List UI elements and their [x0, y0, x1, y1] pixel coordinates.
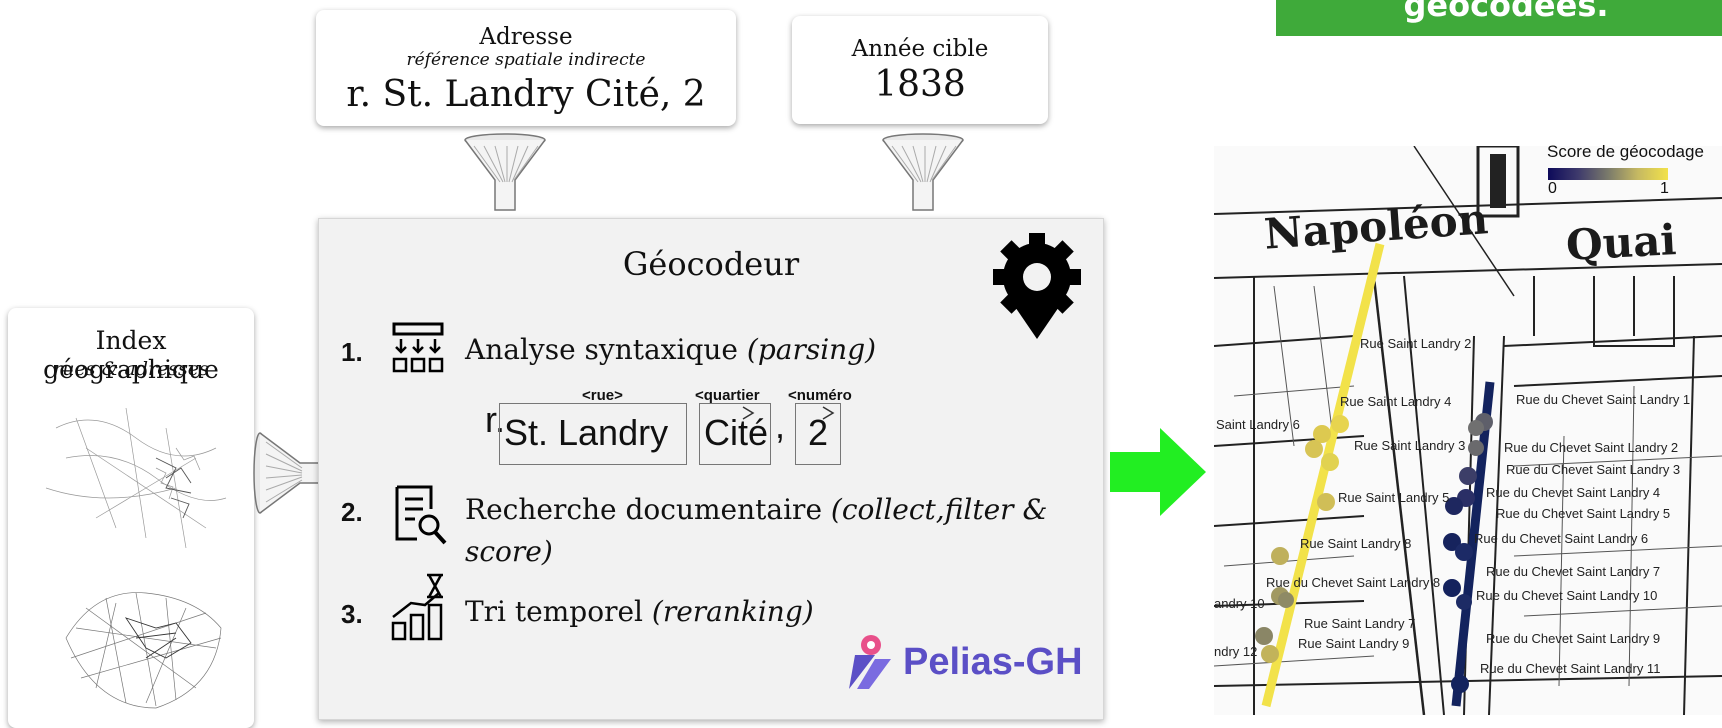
map-label: Saint Landry 6 — [1216, 417, 1300, 432]
map-label: Rue du Chevet Saint Landry 7 — [1486, 564, 1660, 579]
map-label: Rue Saint Landry 8 — [1300, 536, 1411, 551]
map-label: Rue du Chevet Saint Landry 4 — [1486, 485, 1660, 500]
step-2-label: Recherche documentaire — [465, 493, 823, 526]
map-label: Rue du Chevet Saint Landry 9 — [1486, 631, 1660, 646]
legend-max: 1 — [1660, 180, 1669, 197]
document-search-icon — [395, 485, 447, 545]
map-label: andry 10 — [1214, 596, 1265, 611]
pelias-brand-name: Pelias-GH — [903, 641, 1083, 683]
map-label: Rue Saint Landry 7 — [1304, 616, 1415, 631]
step-3-detail: (reranking) — [651, 595, 814, 628]
map-label: Rue du Chevet Saint Landry 3 — [1506, 462, 1680, 477]
parse-prefix: r. — [485, 399, 506, 440]
legend-title: Score de géocodage — [1547, 142, 1704, 161]
tag-district: <quartier — [695, 387, 760, 404]
legend-min: 0 — [1548, 180, 1557, 197]
parse-token-street: St. Landry — [499, 403, 687, 465]
map-label: Rue du Chevet Saint Landry 11 — [1480, 661, 1660, 676]
parse-separator: , — [775, 405, 786, 446]
parse-token-district: Cité — [699, 403, 771, 465]
map-label: Rue Saint Landry 3 — [1354, 438, 1465, 453]
map-label: Rue du Chevet Saint Landry 2 — [1504, 440, 1678, 455]
map-label: ndry 12 — [1214, 644, 1257, 659]
geocoded-header-text: géocodées. — [1403, 0, 1609, 24]
target-year-card: Année cible 1838 — [792, 16, 1048, 124]
geocoder-title: Géocodeur — [622, 245, 800, 283]
parse-token-number: 2 — [795, 403, 841, 465]
map-label: Rue du Chevet Saint Landry 8 — [1266, 575, 1440, 590]
map-label: Rue Saint Landry 9 — [1298, 636, 1409, 651]
map-word-quai: Quai — [1564, 215, 1678, 270]
step-2-detail-cont: score) — [465, 535, 553, 568]
map-label: Rue Saint Landry 5 — [1338, 490, 1449, 505]
step-2-number: 2. — [341, 497, 363, 527]
address-card: Adresse référence spatiale indirecte r. … — [316, 10, 736, 126]
step-3-number: 3. — [341, 599, 363, 629]
map-label: Rue du Chevet Saint Landry 1 — [1516, 392, 1690, 407]
address-card-title: Adresse — [479, 24, 573, 50]
map-label: Rue du Chevet Saint Landry 5 — [1496, 506, 1670, 521]
step-1-label: Analyse syntaxique — [465, 333, 738, 366]
step-3-label: Tri temporel — [465, 595, 643, 628]
geographic-index-title: Index géographique — [43, 326, 219, 384]
pelias-logo-icon — [849, 635, 891, 689]
parsing-icon — [392, 322, 444, 373]
tag-arrows — [742, 406, 835, 420]
year-funnel-icon — [882, 133, 964, 211]
geocoder-gear-pin-icon — [993, 233, 1081, 339]
step-2-detail: (collect,filter & — [830, 493, 1048, 526]
step-1-number: 1. — [341, 337, 363, 367]
legend-colorbar — [1548, 168, 1668, 180]
target-year-title: Année cible — [851, 36, 989, 62]
step-1-detail: (parsing) — [746, 333, 877, 366]
tag-street: <rue> — [582, 387, 623, 404]
address-value: r. St. Landry Cité, 2 — [346, 74, 706, 115]
street-index-map-thumbnail — [45, 407, 227, 709]
address-card-subtitle: référence spatiale indirecte — [406, 50, 646, 70]
geographic-index-card: Index géographique rues & adresses — [8, 308, 254, 728]
geographic-index-subtitle: rues & adresses — [53, 358, 209, 380]
address-funnel-icon — [464, 133, 546, 211]
result-arrow-icon — [1110, 428, 1206, 516]
map-label: Rue du Chevet Saint Landry 6 — [1474, 531, 1648, 546]
temporal-ranking-icon — [391, 573, 443, 641]
geocoder-panel: Géocodeur 1. Analyse syntaxique (parsing… — [318, 218, 1104, 720]
historical-map: Rue Saint Landry 2 Rue Saint Landry 4 Sa… — [1214, 146, 1722, 715]
map-label: Rue Saint Landry 4 — [1340, 394, 1451, 409]
geocoded-header-box: géocodées. — [1276, 0, 1722, 36]
map-label: Rue du Chevet Saint Landry 10 — [1476, 588, 1657, 603]
tag-number: <numéro — [788, 387, 852, 404]
target-year-value: 1838 — [874, 64, 966, 105]
index-funnel-icon — [253, 432, 321, 514]
map-label: Rue Saint Landry 2 — [1360, 336, 1471, 351]
